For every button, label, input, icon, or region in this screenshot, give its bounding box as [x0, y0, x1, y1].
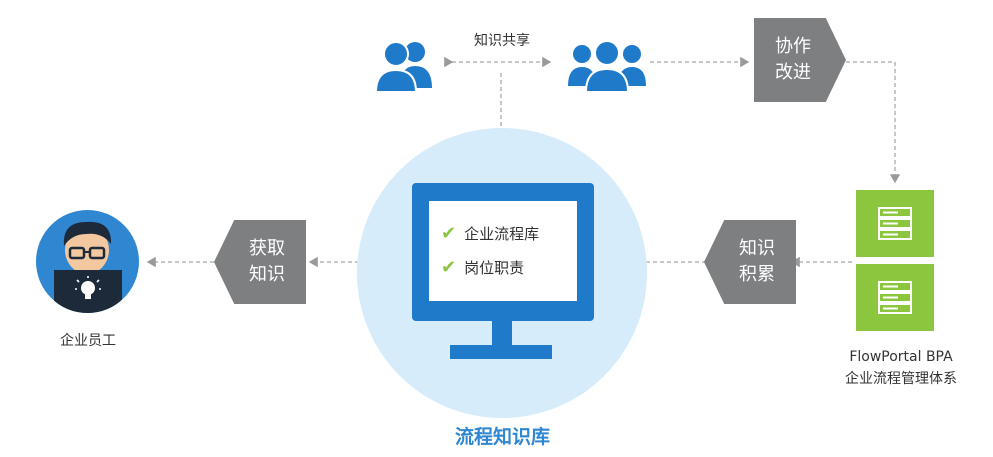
- system-subtitle: 企业流程管理体系: [845, 371, 957, 387]
- acquire-line1: 获取: [249, 238, 285, 259]
- users-group-icon: [568, 40, 646, 93]
- monitor-stand-neck: [492, 321, 512, 347]
- monitor-icon: ✔ 企业流程库 ✔ 岗位职责: [412, 183, 594, 321]
- system-name: FlowPortal BPA: [849, 349, 953, 365]
- collab-line1: 协作: [775, 36, 811, 57]
- server-block-bottom: [856, 264, 934, 331]
- acquire-line2: 知识: [249, 264, 285, 285]
- check-icon: ✔: [441, 222, 457, 244]
- library-title: 流程知识库: [454, 426, 550, 448]
- monitor-item-label: 企业流程库: [464, 225, 540, 243]
- monitor-screen: ✔ 企业流程库 ✔ 岗位职责: [429, 201, 577, 301]
- monitor-item-job-duties: ✔ 岗位职责: [441, 257, 524, 278]
- monitor-stand-base: [450, 345, 552, 359]
- monitor-item-process-library: ✔ 企业流程库: [441, 223, 539, 244]
- collab-line2: 改进: [775, 62, 811, 83]
- users-icon: [374, 41, 432, 93]
- system-label: FlowPortal BPA 企业流程管理体系: [826, 346, 976, 390]
- collaborate-improve-tag: 协作 改进: [754, 18, 846, 102]
- employee-label: 企业员工: [60, 333, 116, 349]
- accumulate-line2: 积累: [739, 264, 775, 285]
- server-icon: [878, 207, 912, 240]
- check-icon: ✔: [441, 256, 457, 278]
- server-icon: [878, 281, 912, 314]
- knowledge-share-label: 知识共享: [474, 33, 530, 49]
- acquire-knowledge-tag: 获取 知识: [214, 220, 306, 304]
- employee-icon: [54, 221, 122, 313]
- server-block-top: [856, 190, 934, 257]
- employee-avatar: [36, 210, 139, 313]
- monitor-item-label: 岗位职责: [464, 259, 525, 277]
- accumulate-knowledge-tag: 知识 积累: [704, 220, 796, 304]
- accumulate-line1: 知识: [739, 238, 775, 259]
